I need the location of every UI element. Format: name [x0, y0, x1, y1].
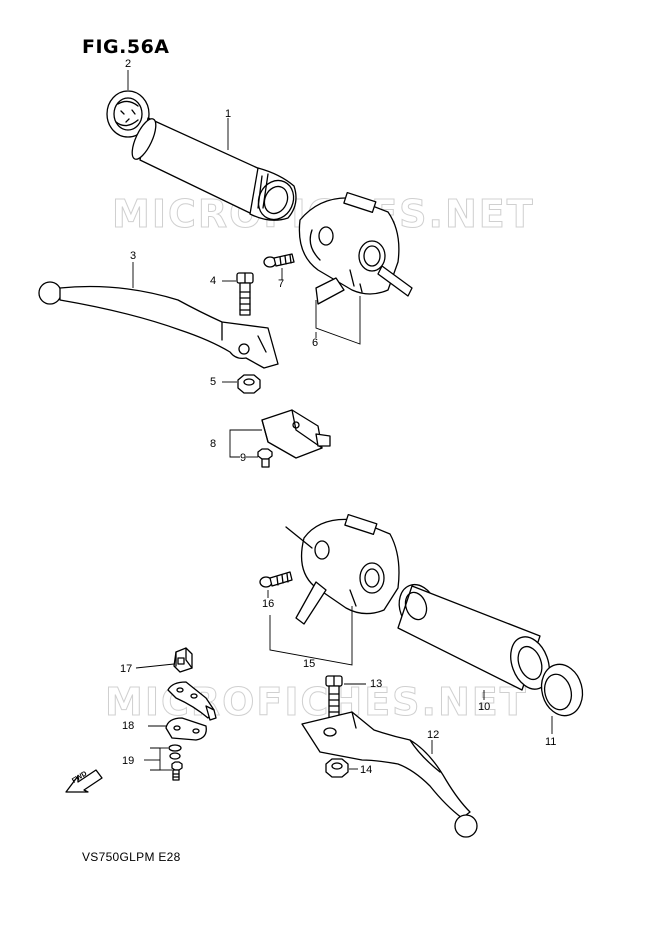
part-18-bracket: [165, 681, 217, 741]
callout-1: 1: [225, 108, 232, 120]
part-19-screw-set: [168, 744, 183, 781]
model-code: VS750GLPM E28: [82, 850, 181, 864]
part-8-clutch-switch: [261, 409, 331, 459]
callout-18: 18: [122, 720, 135, 732]
part-5-nut: [237, 374, 261, 394]
part-7-screw: [263, 253, 295, 268]
callout-12: 12: [427, 729, 440, 741]
forward-direction-arrow-icon: [65, 769, 103, 793]
callout-8: 8: [210, 438, 217, 450]
part-15-switch-housing: [285, 513, 400, 625]
callout-13: 13: [370, 678, 383, 690]
part-6-switch-housing: [298, 191, 413, 305]
callout-15: 15: [303, 658, 316, 670]
part-10-grip: [397, 583, 550, 691]
part-3-clutch-lever: [38, 281, 279, 369]
part-11-ring: [540, 663, 584, 717]
callout-17: 17: [120, 663, 133, 675]
part-12-brake-lever: [301, 711, 478, 838]
callout-14: 14: [360, 764, 373, 776]
callout-9: 9: [240, 452, 247, 464]
callout-7: 7: [278, 278, 285, 290]
callout-16: 16: [262, 598, 275, 610]
part-4-bolt: [236, 272, 254, 316]
callout-19: 19: [122, 755, 135, 767]
part-13-bolt: [325, 675, 343, 719]
callout-10: 10: [478, 701, 491, 713]
part-2-ring: [106, 90, 150, 138]
callout-3: 3: [130, 250, 137, 262]
callout-4: 4: [210, 275, 217, 287]
callout-11: 11: [545, 736, 557, 748]
part-1-grip: [131, 117, 297, 221]
callout-5: 5: [210, 376, 217, 388]
figure-title: FIG.56A: [82, 36, 170, 58]
callout-6: 6: [312, 337, 319, 349]
part-16-screw: [259, 571, 293, 588]
part-14-nut: [325, 758, 349, 778]
part-9-screw: [257, 448, 273, 468]
callout-2: 2: [125, 58, 132, 70]
part-17-switch: [173, 647, 193, 673]
